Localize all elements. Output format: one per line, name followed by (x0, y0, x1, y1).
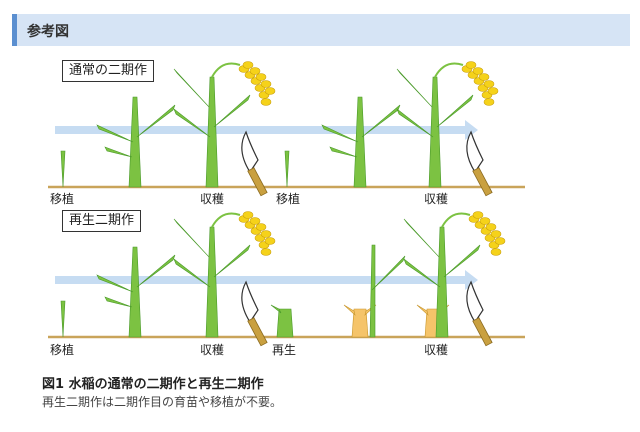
growing-plant (321, 96, 401, 188)
stage-label: 収穫 (200, 192, 225, 206)
regrowth-leaf (371, 255, 406, 291)
ripe-plant (403, 210, 506, 338)
seedling (60, 300, 66, 338)
stage-label: 収穫 (424, 343, 449, 357)
ratoon-panel (48, 210, 525, 347)
ripe-plant (173, 60, 276, 188)
ripe-plant (396, 60, 499, 188)
stage-label: 収穫 (200, 343, 225, 357)
section-title: 参考図 (27, 24, 69, 40)
regrowth-stem (369, 244, 376, 338)
ratoon-panel-title: 再生二期作 (62, 210, 142, 232)
figure-caption-title: 図1 水稲の通常の二期作と再生二期作 (42, 377, 264, 392)
ratoon-sprout (270, 304, 294, 338)
figure-caption-text: 再生二期作は二期作目の育苗や移植が不要。 (42, 395, 283, 409)
stage-label: 移植 (50, 343, 75, 357)
seedling (284, 150, 290, 188)
time-arrow (55, 270, 478, 290)
growing-plant (96, 246, 176, 338)
stage-label: 収穫 (424, 192, 449, 206)
stage-label: 再生 (272, 343, 297, 357)
ripe-plant (173, 210, 276, 338)
normal-panel-title: 通常の二期作 (62, 60, 155, 82)
normal-panel (48, 60, 525, 197)
seedling (60, 150, 66, 188)
growing-plant (96, 96, 176, 188)
time-arrow (55, 120, 478, 140)
stage-label: 移植 (50, 192, 75, 206)
stage-label: 移植 (276, 192, 301, 206)
section-header: 参考図 (12, 14, 630, 46)
